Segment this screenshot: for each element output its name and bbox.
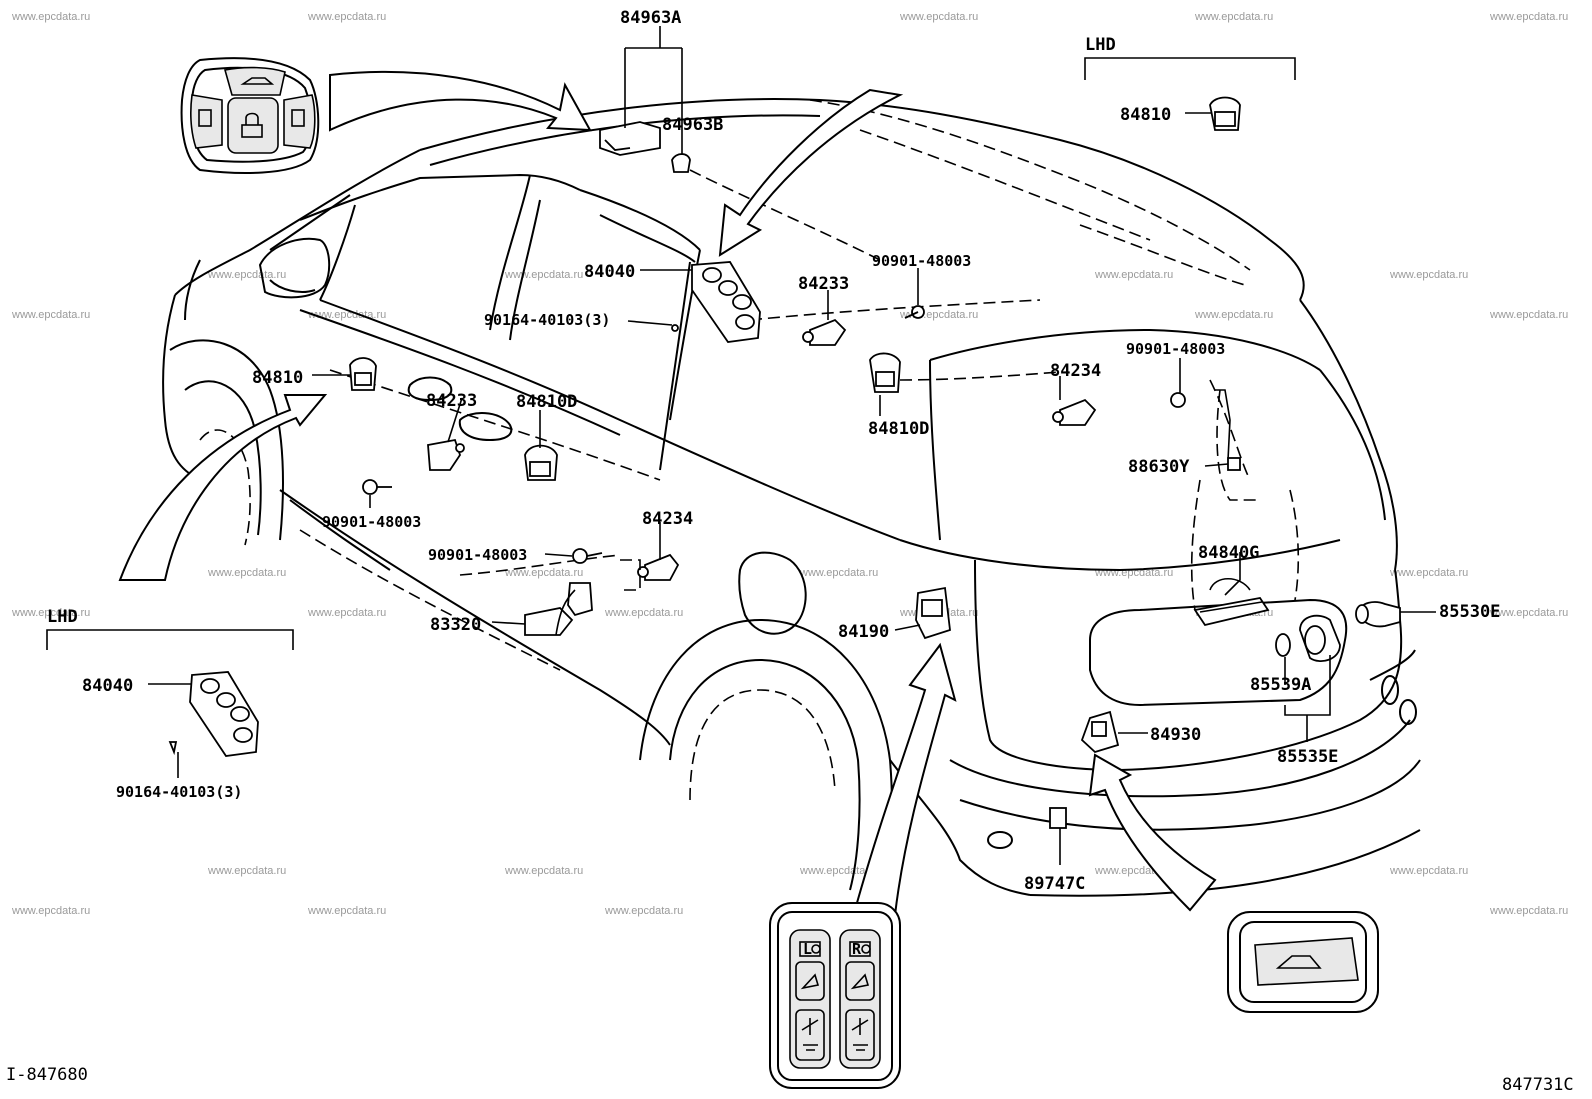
watermark: www.epcdata.ru: [1094, 269, 1173, 281]
watermark: www.epcdata.ru: [504, 269, 583, 281]
part-label-90901-mid: 90901-48003: [428, 546, 527, 564]
watermark: www.epcdata.ru: [307, 607, 386, 619]
watermark: www.epcdata.ru: [11, 11, 90, 23]
watermark: www.epcdata.ru: [11, 309, 90, 321]
part-label-84190: 84190: [838, 622, 889, 642]
lhd-bracket-bottom: LHD: [46, 607, 294, 650]
watermark: www.epcdata.ru: [799, 567, 878, 579]
part-label-84810-top: 84810: [1120, 105, 1171, 125]
watermark: www.epcdata.ru: [504, 865, 583, 877]
part-label-84234-right: 84234: [1050, 361, 1101, 381]
watermark: www.epcdata.ru: [1389, 567, 1468, 579]
part-label-84234-mid: 84234: [642, 509, 693, 529]
part-label-84040-lhd: 84040: [82, 676, 133, 696]
parts: [168, 96, 1401, 829]
right-switch-label: R: [852, 940, 862, 958]
part-label-84810D-right: 84810D: [868, 419, 929, 439]
watermark: www.epcdata.ru: [604, 905, 683, 917]
roof-console-inset: [180, 57, 320, 174]
part-label-84963A: 84963A: [620, 8, 681, 28]
watermark: www.epcdata.ru: [207, 567, 286, 579]
watermark: www.epcdata.ru: [11, 607, 90, 619]
part-label-85539A: 85539A: [1250, 675, 1311, 695]
watermark: www.epcdata.ru: [799, 865, 878, 877]
part-label-84963B: 84963B: [662, 115, 723, 135]
watermark: www.epcdata.ru: [1489, 905, 1568, 917]
watermark: www.epcdata.ru: [1194, 309, 1273, 321]
vehicle-outline: [162, 98, 1421, 911]
watermark: www.epcdata.ru: [899, 11, 978, 23]
watermark: www.epcdata.ru: [1194, 11, 1273, 23]
part-label-90164-lhd: 90164-40103(3): [116, 783, 242, 801]
watermark: www.epcdata.ru: [1389, 269, 1468, 281]
lhd-bracket-top: LHD: [1084, 35, 1296, 80]
part-label-90901-right: 90901-48003: [1126, 340, 1225, 358]
part-label-85535E: 85535E: [1277, 747, 1338, 767]
watermark: www.epcdata.ru: [1489, 309, 1568, 321]
part-label-90901-top: 90901-48003: [872, 252, 971, 270]
watermark: www.epcdata.ru: [307, 11, 386, 23]
watermark: www.epcdata.ru: [1389, 865, 1468, 877]
part-label-84810D-left: 84810D: [516, 392, 577, 412]
illustration-code-right: 847731C: [1502, 1075, 1574, 1095]
left-door-button[interactable]: [190, 94, 223, 149]
right-door-button[interactable]: [283, 94, 316, 149]
lhd-label: LHD: [1085, 35, 1116, 55]
part-labels: 84963A 84963B 84810 84040 90164-40103(3)…: [82, 8, 1500, 894]
watermark: www.epcdata.ru: [207, 269, 286, 281]
left-switch-label: L: [803, 940, 812, 958]
part-label-89747C: 89747C: [1024, 874, 1085, 894]
watermark: www.epcdata.ru: [207, 865, 286, 877]
leader-lines: [148, 26, 1436, 865]
part-label-84810-left: 84810: [252, 368, 303, 388]
callout-arrows: [118, 70, 1217, 917]
lhd-label: LHD: [47, 607, 78, 627]
watermark: www.epcdata.ru: [1489, 11, 1568, 23]
tailgate-button[interactable]: [1254, 937, 1359, 986]
watermark: www.epcdata.ru: [11, 905, 90, 917]
watermark: www.epcdata.ru: [504, 567, 583, 579]
part-label-84233-upper: 84233: [798, 274, 849, 294]
part-label-84930: 84930: [1150, 725, 1201, 745]
watermark: www.epcdata.ru: [307, 905, 386, 917]
part-label-88630Y: 88630Y: [1128, 457, 1190, 477]
watermark: www.epcdata.ru: [1489, 607, 1568, 619]
part-label-85530E: 85530E: [1439, 602, 1500, 622]
part-label-90164-main: 90164-40103(3): [484, 311, 610, 329]
watermark: www.epcdata.ru: [604, 607, 683, 619]
part-label-83320: 83320: [430, 615, 481, 635]
sliding-door-switch-inset: L R: [769, 902, 901, 1089]
tailgate-switch-inset: [1227, 911, 1379, 1013]
part-label-90901-left: 90901-48003: [322, 513, 421, 531]
part-label-84040: 84040: [584, 262, 635, 282]
part-label-84233-left: 84233: [426, 391, 477, 411]
illustration-code-left: I-847680: [6, 1065, 88, 1085]
hatch-open-button[interactable]: [223, 66, 286, 96]
part-label-84840G: 84840G: [1198, 543, 1259, 563]
